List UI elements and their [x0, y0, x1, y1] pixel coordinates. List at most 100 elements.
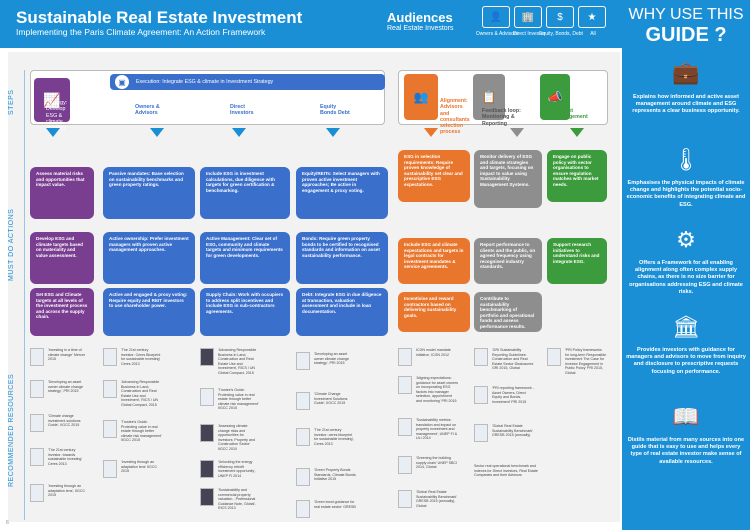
action-card: Active and engaged & proxy voting: Requi…: [103, 288, 195, 336]
resource-item[interactable]: 'Investing in a time of climate change' …: [30, 348, 90, 366]
action-card: Debt: Integrate ESG in due diligence at …: [296, 288, 388, 336]
resource-item[interactable]: 'Global Real Estate Sustainability Bench…: [398, 490, 458, 508]
action-card: Include ESG and climate expectations and…: [398, 238, 470, 284]
action-card: Monitor delivery of ESG and climate stra…: [474, 150, 542, 208]
why-heading: WHY USE THIS: [628, 6, 744, 23]
steps-side-label: STEPS: [8, 89, 15, 115]
alignment-step-box[interactable]: 👥: [404, 74, 438, 120]
action-card: Incentivise and reward contractors based…: [398, 292, 470, 332]
resource-item[interactable]: 'GRI Sustainability Reporting Guidelines…: [474, 348, 534, 371]
resource-item[interactable]: 'Assessing climate change risks and oppo…: [200, 424, 260, 452]
header-bar: [0, 0, 622, 48]
reason-5-text: Distils material from many sources into …: [627, 437, 745, 465]
page-subtitle: Implementing the Paris Climate Agreement…: [16, 27, 266, 37]
resource-item[interactable]: 'The 21st century investor: ceres bluepr…: [296, 428, 356, 446]
briefcase-icon: 💼: [672, 60, 700, 85]
action-card: Report performance to clients and the pu…: [474, 238, 542, 284]
reason-3-text: Offers a Framework for all enabling alig…: [629, 260, 743, 295]
buildings-icon: 🏛: [672, 314, 700, 339]
resource-item[interactable]: 'Climate change investment solutions Gui…: [30, 414, 90, 432]
direct-investor-label: Direct Investor: [512, 31, 546, 37]
owners-advisors-filter-button[interactable]: 👤: [482, 6, 510, 28]
action-card: Assess material risks and opportunities …: [30, 167, 94, 219]
execution-step-label: Execution: Integrate ESG & climate in In…: [136, 78, 274, 85]
reason-4-text: Provides investors with guidance for man…: [626, 347, 746, 375]
resource-item[interactable]: 'Green bond guidance for real estate sec…: [296, 500, 356, 518]
strategy-step-box[interactable]: 📈: [34, 78, 70, 122]
action-card: Develop ESG and climate targets based on…: [30, 232, 94, 284]
action-card: Set ESG and Climate targets at all level…: [30, 288, 94, 336]
execution-icon: ▣: [115, 75, 129, 89]
action-card: Support research initiatives to understa…: [547, 238, 607, 284]
arrow-down: [46, 128, 60, 137]
direct-investor-filter-button[interactable]: 🏢: [514, 6, 542, 28]
building-icon: 🏢: [521, 11, 535, 23]
all-filter-button[interactable]: ★: [578, 6, 606, 28]
document-thumbnail-icon: [200, 388, 214, 406]
document-thumbnail-icon: [200, 488, 214, 506]
resource-item[interactable]: 'Developing an asset owner climate chang…: [30, 380, 90, 398]
book-icon: 📖: [672, 404, 700, 429]
resource-item[interactable]: 'Investing through an adaptation lens', …: [30, 484, 90, 502]
resource-item[interactable]: ICGN model mandate initiative, ICGN 2012: [398, 348, 458, 366]
action-card: Engage on public policy with sector orga…: [547, 150, 607, 202]
document-thumbnail-icon: [30, 414, 44, 432]
arrow-down: [232, 128, 246, 137]
execution-step-bar[interactable]: Execution: Integrate ESG & climate in In…: [110, 74, 385, 90]
document-thumbnail-icon: [398, 376, 412, 394]
thermometer-icon: 🌡: [672, 147, 700, 172]
resource-item[interactable]: 'Advancing Responsible Business in Land,…: [103, 380, 163, 408]
feedback-step-box[interactable]: 📋: [473, 74, 505, 120]
document-thumbnail-icon: [296, 468, 310, 486]
document-thumbnail-icon: [103, 380, 117, 398]
guide-heading: GUIDE ?: [645, 24, 727, 46]
reason-1-text: Explains how informed and active asset m…: [632, 94, 740, 115]
direct-investors-step-label: Direct Investors: [230, 104, 254, 117]
money-icon: $: [557, 11, 563, 23]
document-thumbnail-icon: [296, 428, 310, 446]
resource-item[interactable]: 'The 21st century investor: Ceres Bluepr…: [103, 348, 163, 366]
resource-item[interactable]: Sector real operational benchmark and in…: [474, 464, 538, 478]
resource-item[interactable]: 'Sustainability and commercial property …: [200, 488, 260, 511]
document-thumbnail-icon: [398, 348, 412, 366]
resource-item[interactable]: 'Greening the building supply chain' UNE…: [398, 456, 458, 474]
resource-item[interactable]: 'Aligning expectations: guidance for ass…: [398, 376, 458, 404]
person-icon: 👤: [489, 11, 503, 23]
strategy-step-label: Strategy: Develop ESG & climate Strategy: [46, 100, 68, 132]
resource-item[interactable]: 'Investing through an adaptation lens' I…: [103, 460, 163, 478]
action-card: Include ESG in investment calculations, …: [200, 167, 290, 219]
resource-item[interactable]: 'Advancing Responsible Business in Land,…: [200, 348, 260, 376]
document-thumbnail-icon: [200, 424, 214, 442]
action-card: Supply Chain: Work with occupiers to add…: [200, 288, 290, 336]
resource-item[interactable]: 'Developing an asset owner climate chang…: [296, 352, 356, 370]
resource-item[interactable]: 'Global Real Estate Sustainability Bench…: [474, 424, 534, 442]
resource-item[interactable]: 'PRI reporting framework - Asset Owners,…: [474, 386, 534, 404]
document-thumbnail-icon: [398, 490, 412, 508]
resource-item[interactable]: 'Climate Change Investment Solutions Gui…: [296, 392, 356, 410]
action-card: Bonds: Require green property bonds to b…: [296, 232, 388, 284]
resource-item[interactable]: 'Trustee's Guide: Protecting value in re…: [103, 420, 163, 443]
actions-side-label: MUST DO ACTIONS: [8, 208, 15, 282]
resources-side-label: RECOMMENDED RESOURCES: [8, 373, 15, 487]
resource-item[interactable]: 'Green Property Bonds Standards, Climate…: [296, 468, 356, 486]
document-thumbnail-icon: [30, 484, 44, 502]
action-card: ESG in selection requirements: Require p…: [398, 150, 470, 202]
resource-item[interactable]: 'Trustee's Guide: Protecting value in re…: [200, 388, 260, 411]
resource-item[interactable]: 'PRI Policy frameworks for long-term Res…: [547, 348, 607, 376]
resource-item[interactable]: 'Unlocking the energy efficiency retrofi…: [200, 460, 260, 478]
equity-bonds-debt-filter-button[interactable]: $: [546, 6, 574, 28]
document-thumbnail-icon: [30, 380, 44, 398]
consultant-icon: 👥: [413, 90, 429, 104]
page-number: 6: [6, 520, 9, 526]
equity-bonds-debt-label: Equity, Bonds, Debt: [539, 31, 583, 37]
arrow-down: [424, 128, 438, 137]
action-card: Active ownership: Prefer investment mana…: [103, 232, 195, 284]
document-thumbnail-icon: [200, 460, 214, 478]
resource-item[interactable]: 'Sustainability metrics: translation and…: [398, 418, 458, 441]
market-step-box[interactable]: 📣: [540, 74, 570, 120]
reason-2-text: Emphasises the physical impacts of clima…: [626, 180, 746, 208]
action-card: Contribute to sustainability benchmarkin…: [474, 292, 542, 332]
market-icon: 📣: [547, 90, 563, 104]
resource-item[interactable]: 'The 21st century investor: towards sust…: [30, 448, 90, 466]
action-card: Active Management: Clear set of ESG, com…: [200, 232, 290, 284]
